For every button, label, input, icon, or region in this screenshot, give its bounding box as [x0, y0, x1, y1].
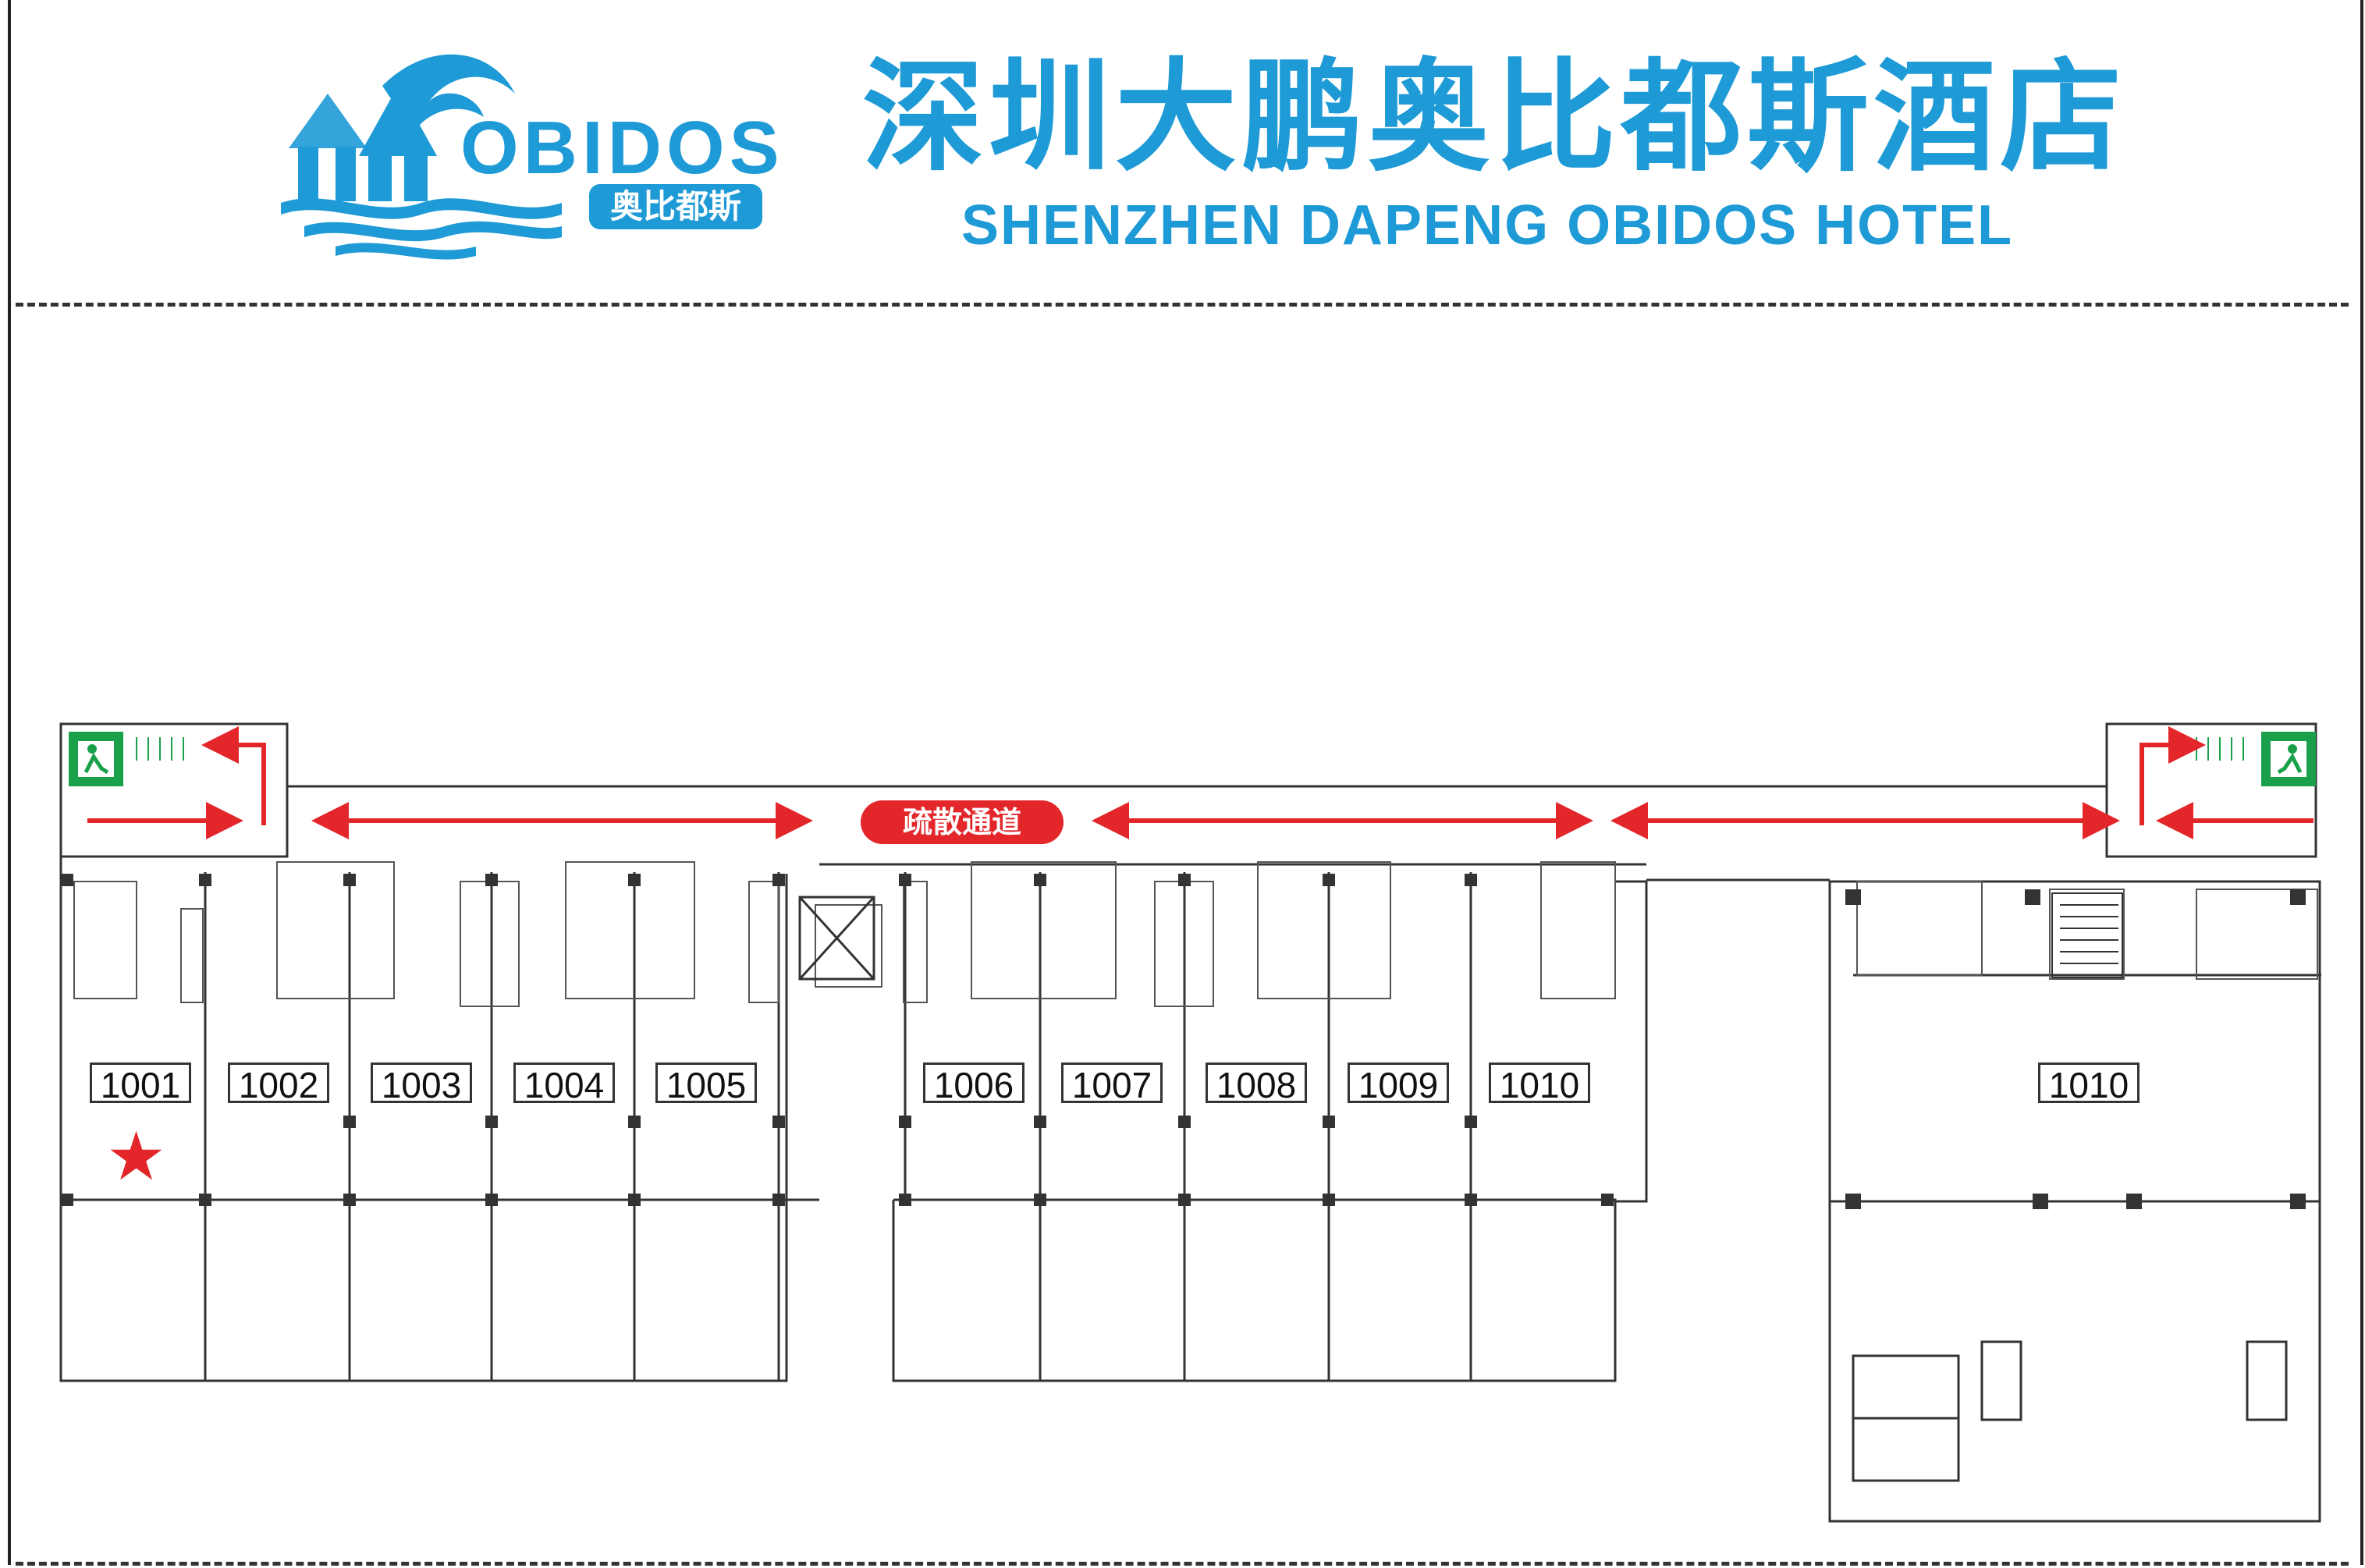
middle-wing-outline	[892, 1198, 1617, 1382]
exit-sign-right	[2261, 732, 2316, 786]
room-1004: 1004	[513, 1062, 615, 1105]
left-wing-outline	[59, 857, 788, 1382]
page-frame	[8, 0, 2363, 1565]
elevator	[798, 896, 875, 981]
logo-text: OBIDOS	[460, 106, 784, 190]
evacuation-route-label: 疏散通道	[861, 800, 1064, 844]
room-1010: 1010	[1489, 1062, 1590, 1105]
room-1006: 1006	[923, 1062, 1024, 1105]
room-1001: 1001	[90, 1062, 191, 1105]
logo-badge: 奥比都斯	[589, 184, 762, 229]
page-title: 深圳大鹏奥比都斯酒店	[862, 46, 2126, 188]
evacuation-arrows	[87, 726, 2314, 839]
room-1009: 1009	[1348, 1062, 1449, 1105]
page-subtitle: SHENZHEN DAPENG OBIDOS HOTEL	[961, 194, 2014, 257]
you-are-here-star-icon: ★	[106, 1119, 167, 1194]
room-1008: 1008	[1206, 1062, 1307, 1105]
divider-bottom	[16, 1562, 2349, 1566]
room-1002: 1002	[228, 1062, 329, 1105]
right-stair-block	[2105, 722, 2317, 858]
room-1007: 1007	[1061, 1062, 1163, 1105]
room-1010-suite: 1010	[2038, 1062, 2140, 1105]
exit-sign-left	[69, 732, 123, 786]
divider-top	[16, 303, 2349, 307]
right-stairs	[2051, 892, 2123, 978]
room-1005: 1005	[655, 1062, 757, 1105]
stair-hatch	[136, 737, 2244, 761]
room-1003: 1003	[371, 1062, 472, 1105]
hotel-logo	[281, 54, 562, 260]
